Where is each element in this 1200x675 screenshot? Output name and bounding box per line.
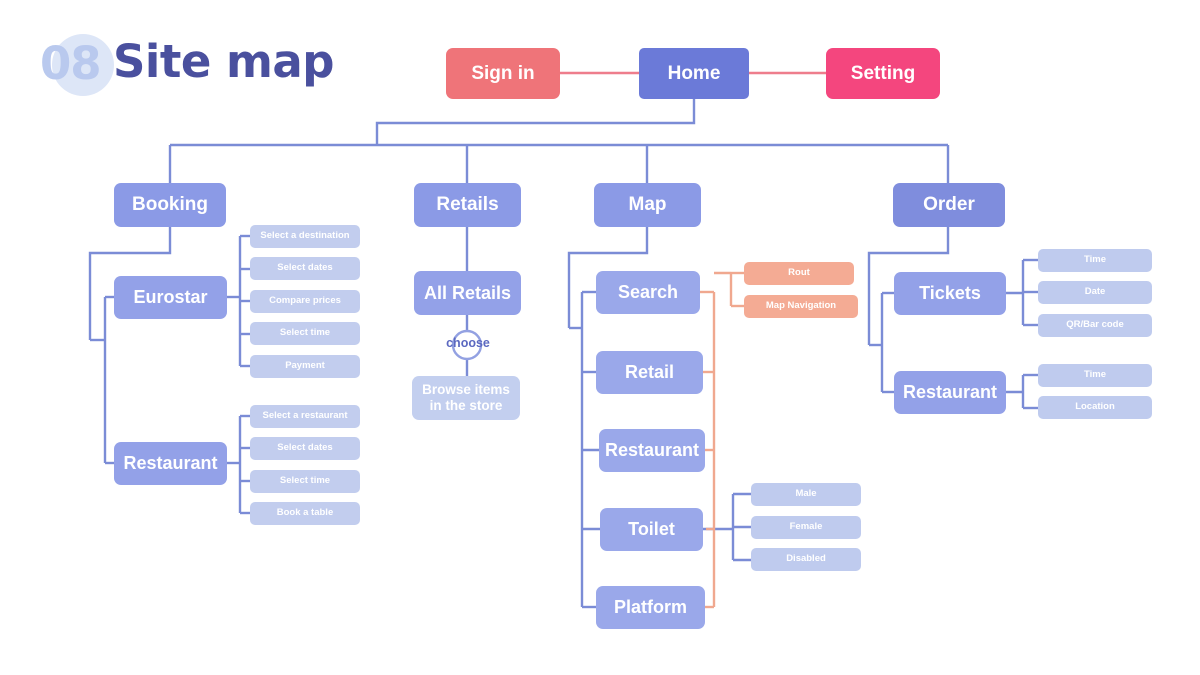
node-order-restaurant[interactable]: Restaurant [894,371,1006,414]
node-retails[interactable]: Retails [414,183,521,227]
leaf-select-a-restaurant[interactable]: Select a restaurant [250,405,360,428]
leaf-qr-bar-code[interactable]: QR/Bar code [1038,314,1152,337]
node-sign-in[interactable]: Sign in [446,48,560,99]
leaf-order-restaurant-time[interactable]: Time [1038,364,1152,387]
node-eurostar[interactable]: Eurostar [114,276,227,319]
leaf-map-navigation[interactable]: Map Navigation [744,295,858,318]
node-order[interactable]: Order [893,183,1005,227]
browse-items-line-2: in the store [429,398,503,413]
node-setting[interactable]: Setting [826,48,940,99]
leaf-female[interactable]: Female [751,516,861,539]
node-booking[interactable]: Booking [114,183,226,227]
node-home[interactable]: Home [639,48,749,99]
leaf-book-a-table[interactable]: Book a table [250,502,360,525]
title-circle-decoration [52,34,114,96]
leaf-select-dates[interactable]: Select dates [250,257,360,280]
title-number: 08 [40,37,102,90]
choose-label: choose [446,336,490,350]
node-map-restaurant[interactable]: Restaurant [599,429,705,472]
choose-connector-circle [451,329,483,361]
node-map-search[interactable]: Search [596,271,700,314]
leaf-tickets-time[interactable]: Time [1038,249,1152,272]
page-title: 08 Site map [34,32,374,102]
browse-items-line-1: Browse items [422,382,510,398]
node-map-retail[interactable]: Retail [596,351,703,394]
leaf-payment[interactable]: Payment [250,355,360,378]
leaf-male[interactable]: Male [751,483,861,506]
node-all-retails[interactable]: All Retails [414,271,521,315]
node-browse-items[interactable]: Browse items in the store [412,376,520,420]
node-booking-restaurant[interactable]: Restaurant [114,442,227,485]
leaf-select-time-2[interactable]: Select time [250,470,360,493]
node-map[interactable]: Map [594,183,701,227]
leaf-select-time[interactable]: Select time [250,322,360,345]
leaf-compare-prices[interactable]: Compare prices [250,290,360,313]
leaf-rout[interactable]: Rout [744,262,854,285]
leaf-tickets-date[interactable]: Date [1038,281,1152,304]
node-tickets[interactable]: Tickets [894,272,1006,315]
leaf-select-a-destination[interactable]: Select a destination [250,225,360,248]
node-map-toilet[interactable]: Toilet [600,508,703,551]
leaf-disabled[interactable]: Disabled [751,548,861,571]
title-text: Site map [113,35,335,88]
leaf-order-restaurant-location[interactable]: Location [1038,396,1152,419]
node-map-platform[interactable]: Platform [596,586,705,629]
leaf-select-dates-2[interactable]: Select dates [250,437,360,460]
